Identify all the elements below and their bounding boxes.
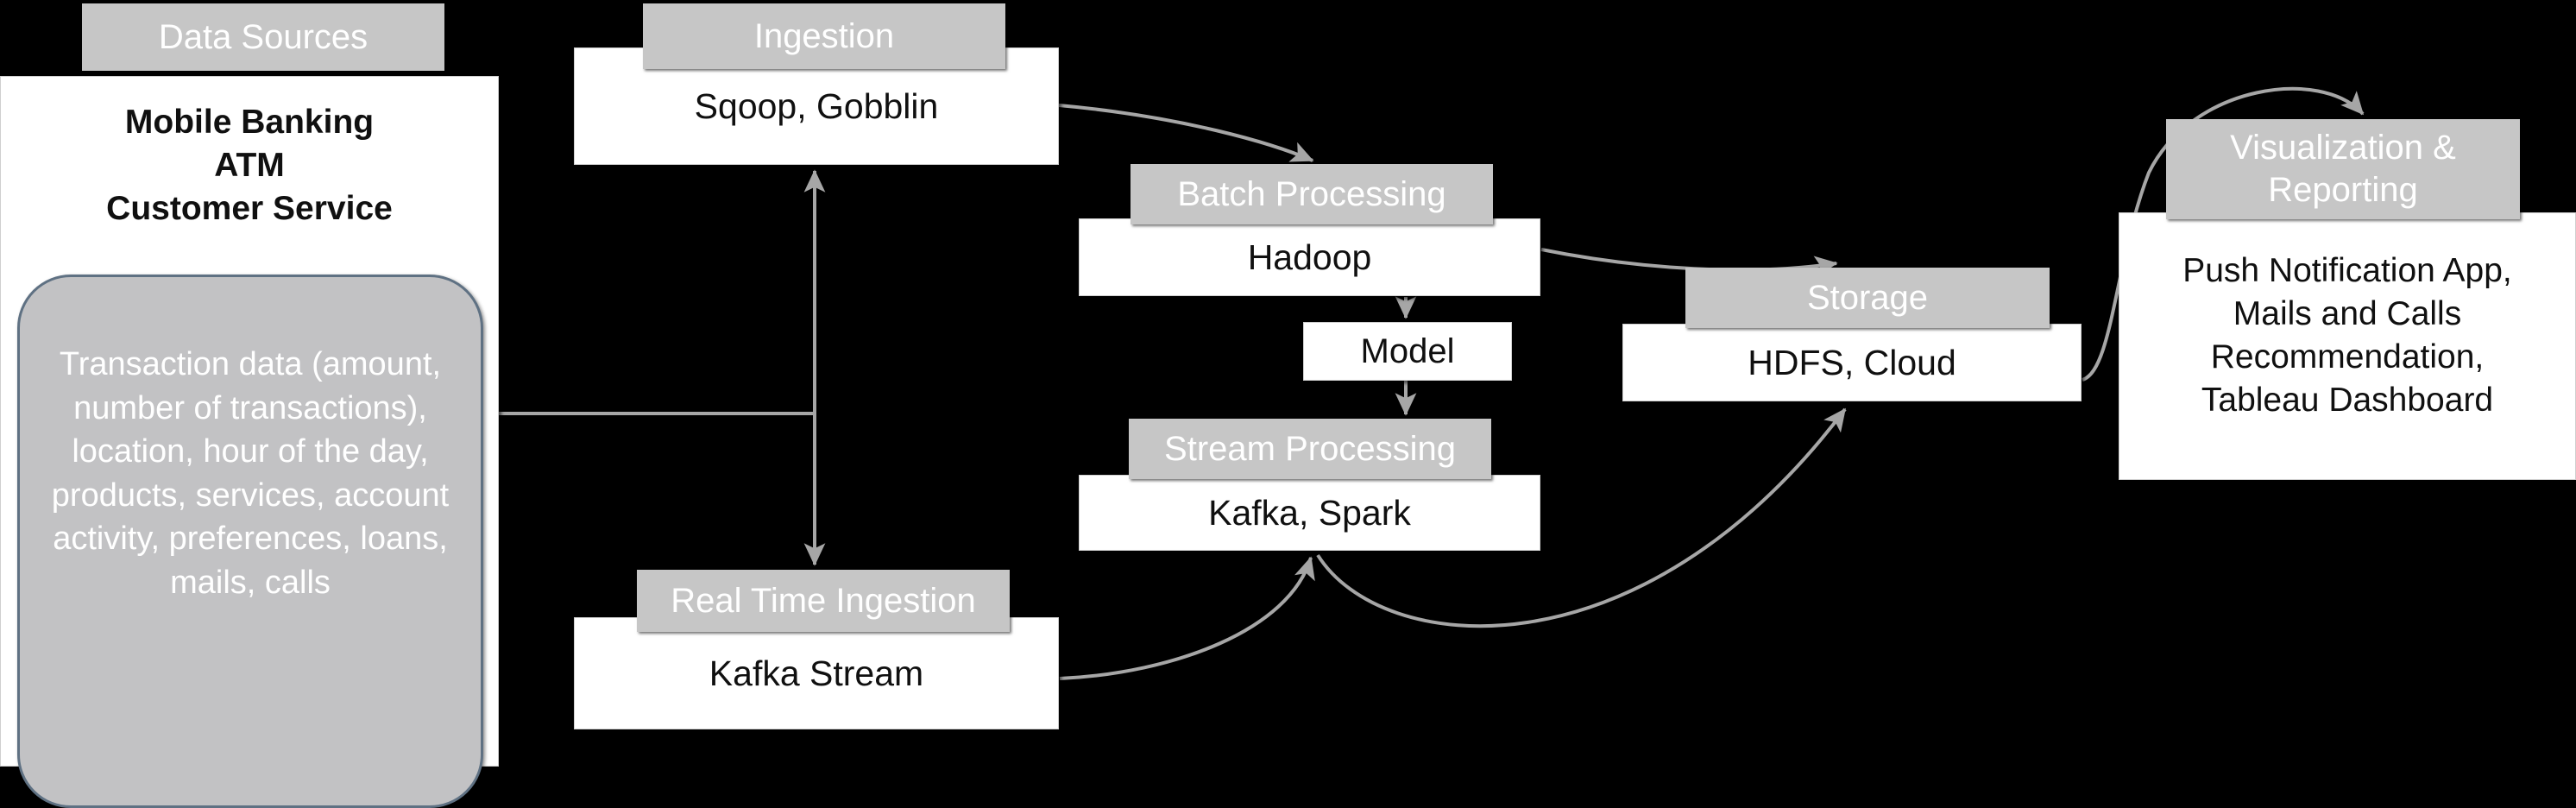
data-sources-line-2: ATM bbox=[214, 146, 285, 184]
visualization-header-line-1: Visualization & bbox=[2230, 129, 2456, 167]
data-sources-line-3: Customer Service bbox=[106, 189, 393, 227]
real-time-ingestion-header-label: Real Time Ingestion bbox=[671, 581, 976, 620]
node-header-stream-processing[interactable]: Stream Processing bbox=[1129, 419, 1491, 479]
visualization-line-1: Push Notification App, bbox=[2182, 252, 2512, 289]
stream-processing-header-label: Stream Processing bbox=[1164, 429, 1456, 468]
node-header-visualization-reporting[interactable]: Visualization & Reporting bbox=[2166, 119, 2520, 219]
visualization-line-2: Mails and Calls bbox=[2233, 294, 2462, 332]
transaction-data-text: Transaction data (amount, number of tran… bbox=[51, 346, 450, 601]
node-body-batch-processing[interactable]: Hadoop bbox=[1079, 218, 1540, 296]
storage-header-label: Storage bbox=[1806, 278, 1929, 317]
batch-processing-body-label: Hadoop bbox=[1247, 237, 1372, 277]
visualization-line-4: Tableau Dashboard bbox=[2201, 381, 2494, 419]
edge-storage-to-visualization bbox=[2082, 86, 2365, 382]
stream-processing-body-label: Kafka, Spark bbox=[1208, 492, 1411, 533]
node-header-batch-processing[interactable]: Batch Processing bbox=[1131, 164, 1493, 224]
data-sources-line-1: Mobile Banking bbox=[124, 104, 375, 141]
node-body-model[interactable]: Model bbox=[1303, 322, 1512, 381]
node-transaction-data-detail[interactable]: Transaction data (amount, number of tran… bbox=[17, 275, 483, 808]
node-header-ingestion[interactable]: Ingestion bbox=[643, 3, 1005, 69]
data-sources-header-label: Data Sources bbox=[158, 17, 368, 56]
edge-stream-to-storage bbox=[1316, 407, 1847, 628]
edge-realtime-to-stream bbox=[1059, 556, 1315, 680]
ingestion-body-label: Sqoop, Gobblin bbox=[694, 85, 939, 126]
ingestion-header-label: Ingestion bbox=[753, 16, 895, 55]
node-body-real-time-ingestion[interactable]: Kafka Stream bbox=[574, 617, 1059, 729]
storage-body-label: HDFS, Cloud bbox=[1748, 342, 1956, 382]
node-header-data-sources[interactable]: Data Sources bbox=[82, 3, 444, 71]
node-header-storage[interactable]: Storage bbox=[1685, 268, 2050, 328]
node-body-visualization-reporting[interactable]: Push Notification App, Mails and Calls R… bbox=[2119, 212, 2576, 480]
visualization-header-line-2: Reporting bbox=[2268, 171, 2418, 209]
node-body-stream-processing[interactable]: Kafka, Spark bbox=[1079, 475, 1540, 551]
batch-processing-header-label: Batch Processing bbox=[1177, 174, 1446, 213]
node-header-real-time-ingestion[interactable]: Real Time Ingestion bbox=[637, 570, 1010, 632]
real-time-ingestion-body-label: Kafka Stream bbox=[709, 653, 924, 693]
node-body-storage[interactable]: HDFS, Cloud bbox=[1622, 324, 2082, 401]
edge-datasources-to-ingestion bbox=[499, 169, 826, 415]
edge-ingestion-to-batch bbox=[1058, 104, 1314, 162]
model-label: Model bbox=[1360, 331, 1455, 370]
visualization-line-3: Recommendation, bbox=[2210, 338, 2485, 376]
